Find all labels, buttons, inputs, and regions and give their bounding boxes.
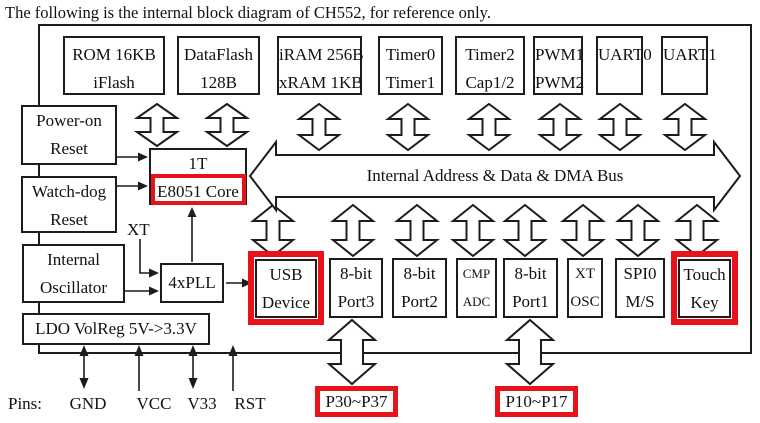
block-uart1: UART1 bbox=[661, 36, 717, 95]
port-range-p30-p37: P30~P37 bbox=[315, 386, 398, 417]
block-timer2cap: Timer2 Cap1/2 bbox=[455, 36, 525, 95]
pin-vcc: VCC bbox=[136, 394, 172, 413]
pin-gnd: GND bbox=[69, 394, 107, 413]
block-port2: 8-bit Port2 bbox=[392, 258, 447, 318]
block-uart0: UART0 bbox=[596, 36, 652, 95]
block-spi0: SPI0 M/S bbox=[615, 258, 665, 318]
block-dataflash: DataFlash 128B bbox=[177, 36, 260, 95]
block-ldo: LDO VolReg 5V->3.3V bbox=[22, 313, 210, 345]
block-xt-osc: XT OSC bbox=[567, 258, 603, 318]
pin-rst: RST bbox=[234, 394, 266, 413]
touch-highlight-frame bbox=[671, 251, 738, 325]
title-text: The following is the internal block diag… bbox=[5, 3, 491, 22]
xt-label: XT bbox=[127, 220, 150, 239]
bus-label: Internal Address & Data & DMA Bus bbox=[366, 166, 624, 185]
block-internal-oscillator: Internal Oscillator bbox=[22, 244, 125, 303]
usb-highlight-frame bbox=[248, 251, 324, 325]
block-pwm: PWM1 PWM2 bbox=[533, 36, 584, 95]
block-pll: 4xPLL bbox=[160, 263, 224, 303]
block-touch-key: Touch Key bbox=[678, 259, 731, 318]
block-port1: 8-bit Port1 bbox=[503, 258, 558, 318]
block-iram: iRAM 256B xRAM 1KB bbox=[277, 36, 364, 95]
core-highlight-frame bbox=[151, 174, 246, 205]
block-timer01: Timer0 Timer1 bbox=[378, 36, 443, 95]
block-rom: ROM 16KB iFlash bbox=[63, 36, 165, 95]
port-range-p10-p17: P10~P17 bbox=[495, 386, 578, 417]
block-watchdog-reset: Watch-dog Reset bbox=[21, 176, 117, 233]
block-port3: 8-bit Port3 bbox=[329, 258, 383, 318]
block-usb: USB Device bbox=[255, 259, 317, 318]
block-cmp-adc: CMP ADC bbox=[456, 258, 497, 318]
block-power-on-reset: Power-on Reset bbox=[21, 105, 117, 165]
pins-label: Pins: bbox=[8, 394, 43, 413]
pin-v33: V33 bbox=[187, 394, 217, 413]
